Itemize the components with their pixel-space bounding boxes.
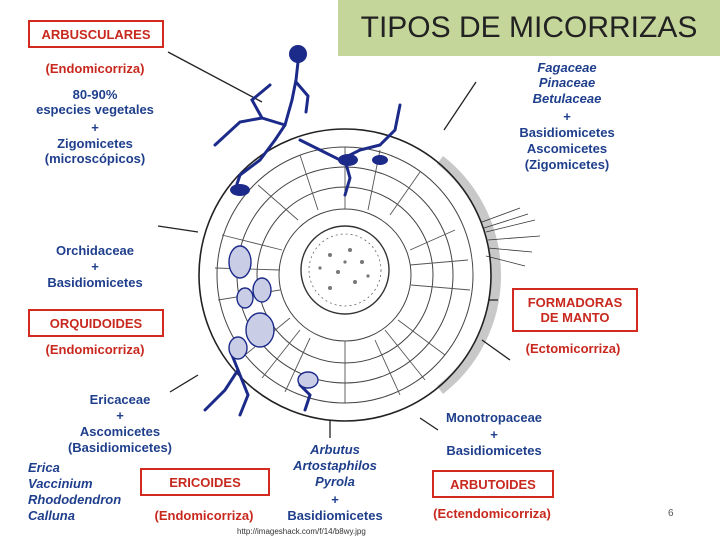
ericoides-host: Ericaceae [89,392,151,407]
arbutoides-center-fungi: Basidiomicetes [287,508,383,523]
ecto-host-1: Fagaceae [537,60,597,75]
arbutoides-plus: + [490,427,498,442]
orquidoides-box: ORQUIDOIDES [28,309,164,337]
arbusculares-text-3: Zigomicetes [57,136,133,151]
ecto-host-2: Pinaceae [538,75,596,90]
orquidoides-plus: + [91,259,99,274]
arbutoides-center-plus: + [331,492,339,507]
arbusculares-text-2: especies vegetales [36,102,154,117]
ericoides-genus-1: Erica [28,460,60,475]
arbusculares-type: (Endomicorriza) [45,61,145,76]
orquidoides-fungi: Basidiomicetes [47,275,143,290]
vesicles [230,45,388,196]
slide-title: TIPOS DE MICORRIZAS [338,0,720,56]
manto-type: (Ectomicorriza) [525,341,621,356]
ericoides-plus: + [116,408,124,423]
arbutoides-genus-2: Artostaphilos [293,458,377,473]
arbutoides-host: Monotropaceae [445,410,543,425]
ericoides-genus-4: Calluna [28,508,75,523]
arbutoides-genus-1: Arbutus [310,442,360,457]
ericoides-box: ERICOIDES [140,468,270,496]
orquidoides-type: (Endomicorriza) [45,342,145,357]
arbutoides-box: ARBUTOIDES [432,470,554,498]
arbutoides-genus-3: Pyrola [315,474,355,489]
ericoides-fungi-2: (Basidiomicetes) [67,440,173,455]
ericoides-genus-2: Vaccinium [28,476,93,491]
arbutoides-fungi: Basidiomicetes [446,443,542,458]
ecto-fungi-2: Ascomicetes [526,141,608,156]
arbutoides-type: (Ectendomicorriza) [433,506,551,521]
ericoides-type: (Endomicorriza) [154,508,254,523]
orchid-coils [228,245,319,389]
root-body [198,128,541,422]
ecto-host-3: Betulaceae [532,91,602,106]
arbusculares-text-4: (microscópicos) [44,151,146,166]
ecto-fungi-3: (Zigomicetes) [524,157,610,172]
orquidoides-host: Orchidaceae [55,243,135,258]
ericoides-fungi-1: Ascomicetes [79,424,161,439]
arbusculares-text-1: 80-90% [72,87,118,102]
arbusculares-plus: + [91,120,99,135]
ecto-plus: + [563,109,571,124]
arbusculares-box: ARBUSCULARES [28,20,164,48]
page-number: 6 [668,508,674,519]
formadoras-de-manto-label: FORMADORAS DE MANTO [527,295,623,325]
ericoides-genus-3: Rhododendron [28,492,122,507]
source-url: http://imageshack.com/f/14/b8wy.jpg [237,527,366,536]
ecto-fungi-1: Basidiomicetes [519,125,615,140]
formadoras-de-manto-box: FORMADORAS DE MANTO [512,288,638,332]
